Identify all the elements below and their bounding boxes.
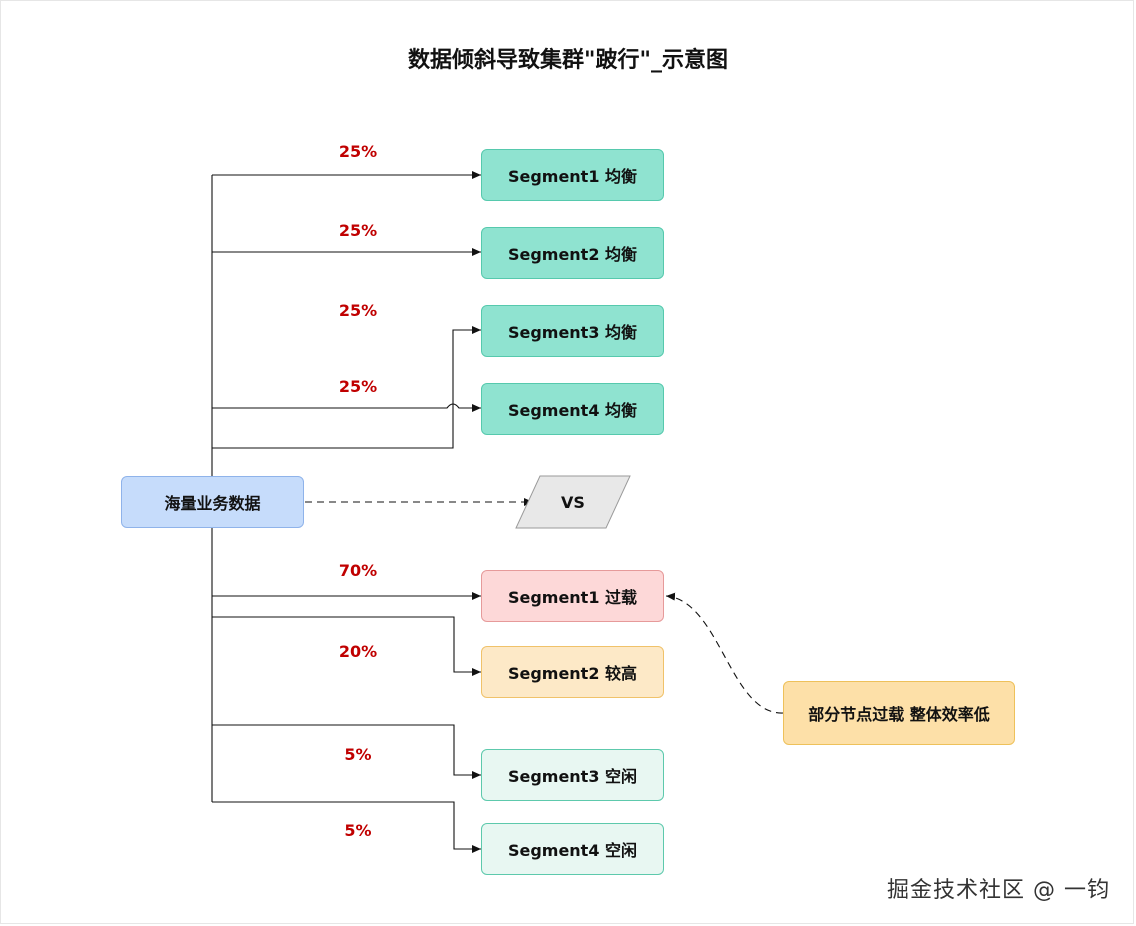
diagram-title: 数据倾斜导致集群"跛行"_示意图 bbox=[408, 48, 728, 73]
segment-label: Segment1 过载 bbox=[507, 588, 638, 607]
segment-high-2: Segment2 较高 bbox=[481, 646, 664, 698]
percent-label-skewed-4: 5% bbox=[344, 821, 372, 840]
vs-node: VS bbox=[520, 476, 626, 528]
vs-shape bbox=[515, 475, 631, 529]
segment-label: Segment3 均衡 bbox=[507, 323, 638, 342]
segment-label: Segment2 较高 bbox=[507, 664, 638, 683]
segment-balanced-1: Segment1 均衡 bbox=[481, 149, 664, 201]
source-label: 海量业务数据 bbox=[164, 494, 261, 513]
percent-label-balanced-4: 25% bbox=[338, 377, 378, 396]
percent-label-skewed-1: 70% bbox=[338, 561, 378, 580]
note-box: 部分节点过载 整体效率低 bbox=[783, 681, 1015, 745]
edge-note-to-overload bbox=[665, 592, 784, 714]
source-node: 海量业务数据 bbox=[121, 476, 304, 528]
edge-balanced-3 bbox=[212, 326, 481, 449]
segment-label: Segment3 空闲 bbox=[507, 767, 638, 786]
percent-label-balanced-3: 25% bbox=[338, 301, 378, 320]
segment-balanced-2: Segment2 均衡 bbox=[481, 227, 664, 279]
edge-skewed-2 bbox=[212, 616, 481, 676]
percent-label-balanced-2: 25% bbox=[338, 221, 378, 240]
segment-label: Segment4 空闲 bbox=[507, 841, 638, 860]
segment-label: Segment2 均衡 bbox=[507, 245, 638, 264]
vs-label: VS bbox=[561, 492, 585, 512]
segment-balanced-4: Segment4 均衡 bbox=[481, 383, 664, 435]
edge-balanced-4 bbox=[212, 403, 481, 412]
segment-idle-4: Segment4 空闲 bbox=[481, 823, 664, 875]
edge-skewed-3 bbox=[212, 724, 481, 779]
segment-overloaded-1: Segment1 过载 bbox=[481, 570, 664, 622]
edge-skewed-4 bbox=[212, 801, 481, 853]
segment-balanced-3: Segment3 均衡 bbox=[481, 305, 664, 357]
percent-label-balanced-1: 25% bbox=[338, 142, 378, 161]
note-label: 部分节点过载 整体效率低 bbox=[808, 705, 990, 724]
segment-label: Segment4 均衡 bbox=[507, 401, 638, 420]
watermark: 掘金技术社区 @ 一钧 bbox=[887, 878, 1110, 903]
segment-label: Segment1 均衡 bbox=[507, 167, 638, 186]
percent-label-skewed-3: 5% bbox=[344, 745, 372, 764]
segment-idle-3: Segment3 空闲 bbox=[481, 749, 664, 801]
percent-label-skewed-2: 20% bbox=[338, 642, 378, 661]
